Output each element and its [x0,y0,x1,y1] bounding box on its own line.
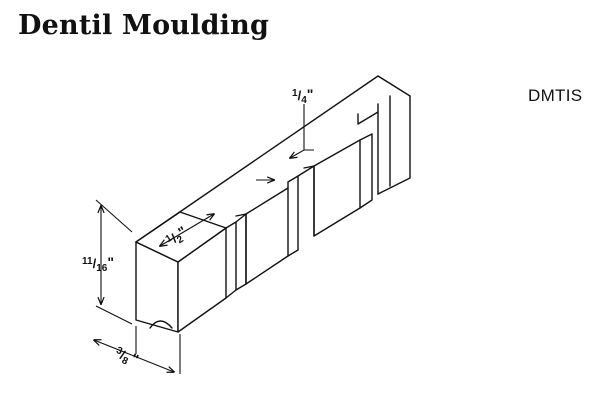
dentil-block-middle [235,165,315,285]
dimension-gap-label: 1/4" [292,86,313,106]
product-code: DMTIS [528,86,583,105]
dimension-height [95,199,133,325]
dimension-depth [94,326,181,374]
dentil-block-front [135,211,247,333]
page-title: Dentil Moulding [18,10,270,41]
dimension-gap [256,104,314,180]
dimension-dentil-width [160,214,214,246]
dimension-depth-label: 3/8" [112,343,142,371]
dentil-block-rear [303,133,373,237]
moulding-outline [135,75,411,243]
dimension-height-label: 11/16" [82,254,114,274]
